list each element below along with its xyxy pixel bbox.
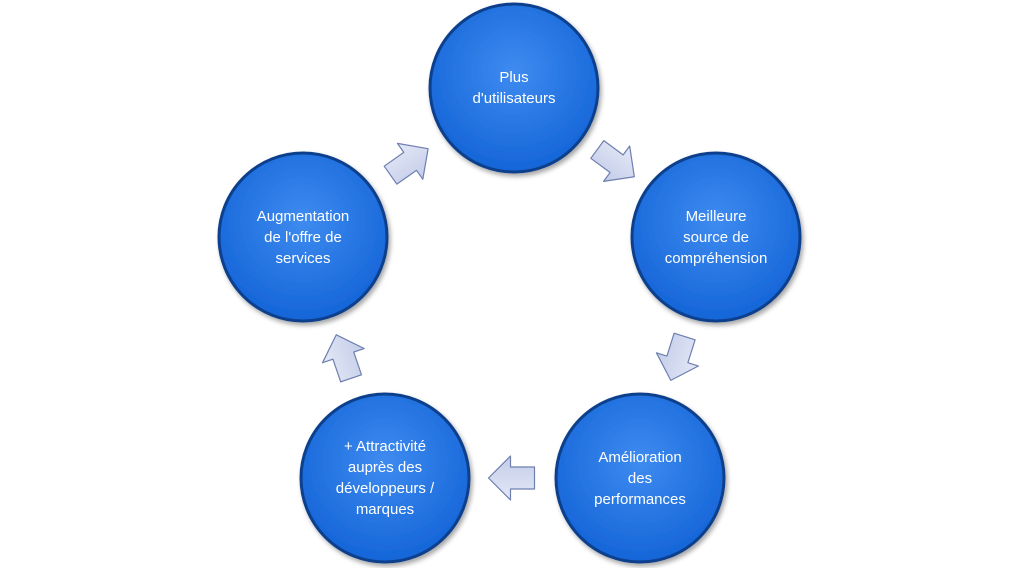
cycle-node-attractivite: [299, 392, 471, 564]
cycle-node-amelioration: [554, 392, 726, 564]
cycle-arrow-1-block-arrow-icon: [590, 139, 635, 182]
cycle-arrow-4-block-arrow-icon: [321, 334, 365, 383]
cycle-arrow-2-block-arrow-icon: [655, 332, 699, 381]
cycle-node-augmentation: [217, 151, 389, 323]
cycle-arrow-3-block-arrow-icon: [487, 455, 536, 501]
cycle-arrow-5-block-arrow-icon: [383, 142, 429, 185]
cycle-node-plus-utilisateurs: [428, 2, 600, 174]
cycle-node-meilleure-source: [630, 151, 802, 323]
